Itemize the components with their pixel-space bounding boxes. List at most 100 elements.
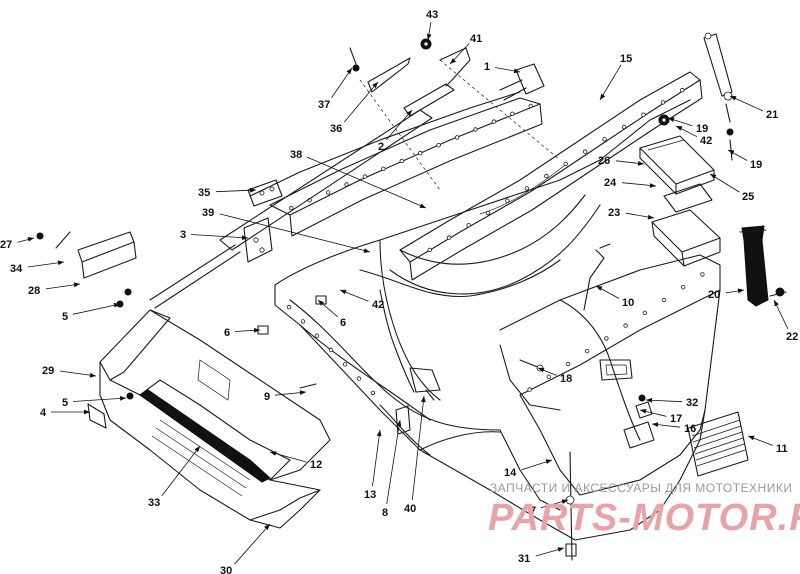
callout-30: 30: [220, 565, 232, 574]
rear-cowl-panel: [499, 254, 721, 496]
callout-16: 16: [684, 423, 696, 435]
parts-16-17-32: [623, 394, 655, 449]
callout-17: 17: [670, 413, 682, 425]
leader-36: [343, 81, 379, 123]
arrowhead-19b: [728, 150, 735, 155]
mounting-hole: [418, 150, 423, 156]
callout-29: 29: [42, 365, 54, 377]
leader-5b: [72, 397, 127, 402]
mounting-hole: [466, 223, 471, 228]
callout-labels: 1234556678910111213141516171819192021222…: [0, 9, 798, 574]
callout-26: 26: [598, 155, 610, 167]
mounting-hole: [563, 161, 568, 167]
top-bracket: [349, 38, 471, 117]
mounting-hole: [582, 149, 588, 154]
diagonal-strut: [149, 109, 433, 309]
arrowhead-35: [249, 187, 256, 193]
arrowhead-14: [545, 459, 552, 464]
arrowhead-5a: [113, 302, 120, 308]
arrowhead-43: [426, 33, 432, 40]
arrowhead-32: [646, 397, 653, 403]
arrowhead-27: [27, 237, 34, 242]
callout-41: 41: [470, 33, 482, 45]
part-19-nut: [658, 114, 670, 126]
arrowhead-25: [710, 174, 717, 179]
mounting-hole: [604, 336, 609, 341]
leader-39: [219, 213, 371, 253]
watermark: ЗАПЧАСТИ И АКСЕССУАРЫ ДЛЯ МОТОТЕХНИКИ PA…: [488, 481, 800, 539]
callout-19a: 19: [696, 123, 708, 135]
arrowhead-2: [406, 110, 412, 117]
callout-27: 27: [0, 239, 12, 251]
arrowhead-22: [774, 300, 779, 307]
callout-3: 3: [180, 229, 186, 241]
arrowhead-41: [450, 58, 456, 64]
arrowhead-31: [557, 547, 564, 552]
leader-33: [161, 445, 201, 497]
callout-38: 38: [290, 149, 302, 161]
part-20-strap: [739, 225, 787, 307]
arrowhead-12: [270, 451, 277, 456]
callout-31: 31: [518, 553, 530, 565]
mounting-hole: [427, 247, 432, 253]
arrowhead-33: [194, 446, 200, 453]
arrowhead-37: [346, 68, 352, 75]
mounting-hole: [286, 304, 292, 310]
arrowhead-26: [637, 161, 644, 166]
leader-38: [306, 156, 427, 209]
callout-7: 7: [530, 505, 536, 517]
mounting-hole: [510, 111, 515, 116]
callout-8: 8: [382, 507, 388, 519]
parts-7-31: [565, 451, 577, 561]
arrowhead-17: [640, 408, 647, 414]
mounting-hole: [528, 103, 533, 109]
mounting-hole: [325, 190, 331, 195]
callout-21: 21: [766, 109, 778, 121]
part-39-cable: [359, 259, 561, 393]
callout-19b: 19: [750, 159, 762, 171]
mounting-hole: [661, 297, 667, 303]
arrowhead-6b: [318, 300, 325, 306]
mounting-hole: [370, 390, 376, 396]
callout-12: 12: [310, 459, 322, 471]
callout-15: 15: [620, 53, 632, 65]
callout-13: 13: [364, 489, 376, 501]
callout-leaders: [17, 21, 789, 565]
side-panel-28: [36, 231, 137, 279]
leader-5a: [72, 303, 121, 315]
mounting-hole: [585, 349, 590, 354]
mounting-hole: [362, 174, 368, 179]
mounting-hole: [381, 166, 386, 171]
mounting-hole: [565, 361, 571, 367]
callout-34: 34: [10, 263, 23, 275]
mounting-hole: [289, 205, 294, 211]
mounting-hole: [328, 347, 334, 353]
arrowhead-11: [748, 435, 755, 441]
mounting-hole: [399, 158, 404, 164]
callout-14: 14: [504, 467, 517, 479]
bracket-3: [243, 217, 273, 263]
leader-34: [27, 261, 65, 268]
leader-21: [729, 95, 764, 112]
mounting-hole: [356, 376, 362, 381]
callout-35: 35: [198, 187, 210, 199]
callout-6b: 6: [340, 317, 346, 329]
mounting-hole: [642, 310, 647, 315]
mounting-hole: [454, 135, 460, 140]
part-11-grille: [687, 411, 749, 477]
mounting-hole: [544, 173, 549, 179]
callout-42b: 42: [372, 299, 384, 311]
guide-lines: [359, 59, 561, 191]
leader-35: [215, 189, 257, 193]
arrowhead-1: [513, 68, 520, 74]
callout-25: 25: [742, 191, 754, 203]
mounting-hole: [436, 142, 441, 148]
callout-6a: 6: [224, 327, 230, 339]
watermark-logo: PARTS-MOTOR.RU: [488, 497, 800, 539]
mounting-hole: [641, 112, 646, 117]
arrowhead-28: [73, 282, 80, 288]
part-4: [87, 403, 107, 429]
mounting-hole: [342, 362, 348, 367]
callout-10: 10: [622, 297, 634, 309]
